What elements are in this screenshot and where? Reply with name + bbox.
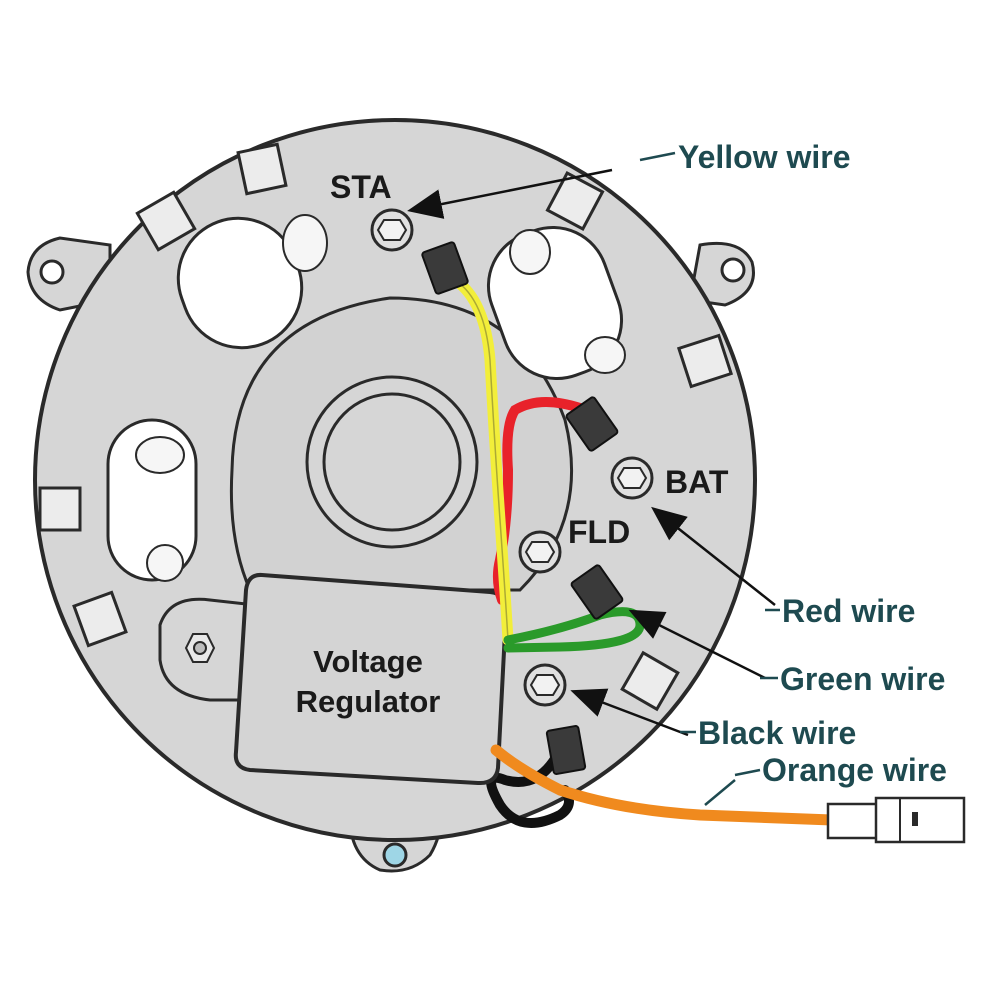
ground-terminal [523,663,587,775]
mounting-ear-right [688,241,755,307]
fld-terminal [518,530,624,620]
fld-label: FLD [568,514,630,550]
black-wire-callout: Black wire [698,715,856,751]
callout-leaders [407,168,776,737]
regulator-label-line2: Regulator [296,684,441,719]
voltage-regulator: Voltage Regulator [233,572,509,786]
bat-terminal [565,396,654,500]
bearing-hub [305,375,479,549]
yellow-wire [449,274,514,646]
orange-wire-callout: Orange wire [762,752,947,788]
green-wire-callout: Green wire [780,661,945,697]
orange-wire-connector [826,796,966,844]
sta-terminal [370,208,469,295]
sta-label: STA [330,169,392,205]
orange-callout-leader [704,779,736,806]
callout-dashes [639,151,780,777]
black-wire [486,745,574,828]
red-wire-callout: Red wire [782,593,915,629]
bat-label: BAT [665,464,729,500]
regulator-label-line1: Voltage [313,644,423,679]
vent-tabs [38,142,734,712]
yellow-wire-callout: Yellow wire [678,139,851,175]
regulator-mount-nut [184,633,216,663]
orange-wire [490,744,838,826]
